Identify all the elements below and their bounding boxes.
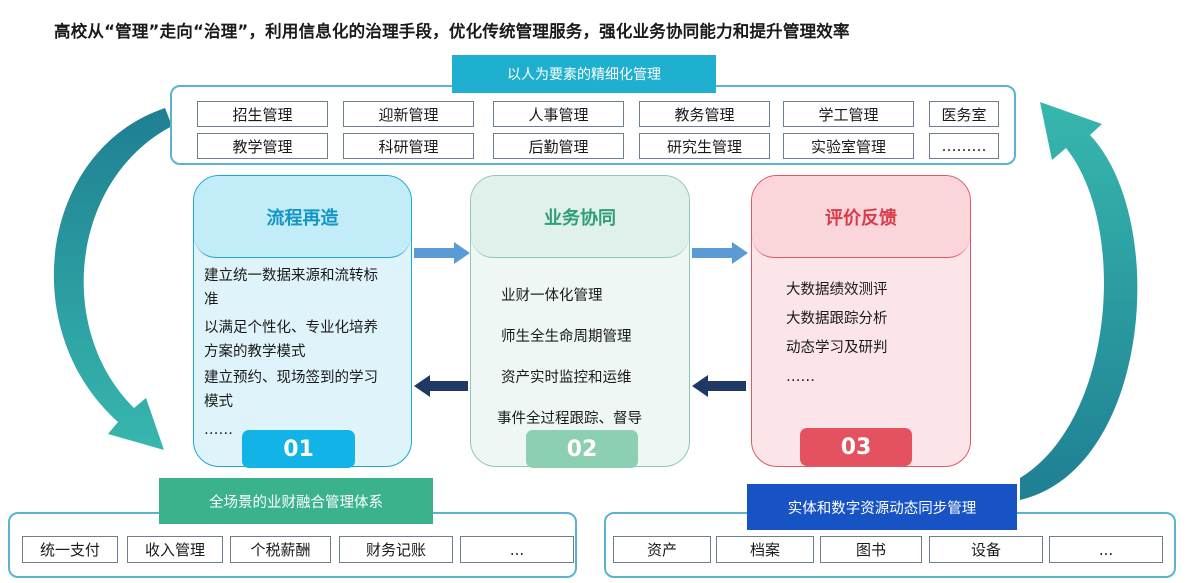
stage-title: 业务协同 [471,176,689,258]
stage-title: 评价反馈 [752,176,970,258]
top-item: 教务管理 [639,101,770,127]
top-item: ……… [929,133,999,159]
stage-item: 方案的教学模式 [204,344,306,360]
stage-item: 资产实时监控和运维 [501,370,632,386]
finance-item: ... [460,536,574,563]
left-cycle-arrow [53,108,172,450]
stage-card-process: 流程再造 建立统一数据来源和流转标 准 以满足个性化、专业化培养 方案的教学模式… [193,175,412,467]
stage-item: 以满足个性化、专业化培养 [204,320,378,336]
stage-item: 模式 [204,394,233,410]
bottom-left-frame: 统一支付 收入管理 个税薪酬 财务记账 ... [8,512,577,578]
forward-arrow-1 [414,242,470,264]
stage-items: 大数据绩效测评 大数据跟踪分析 动态学习及研判 …… [786,276,966,392]
stage-card-collaboration: 业务协同 业财一体化管理 师生全生命周期管理 资产实时监控和运维 事件全过程跟踪… [470,175,690,467]
resource-item: 设备 [929,536,1043,563]
stage-items: 业财一体化管理 师生全生命周期管理 资产实时监控和运维 事件全过程跟踪、督导 [497,276,686,440]
stage-item: 大数据绩效测评 [786,282,888,298]
top-item: 迎新管理 [343,101,474,127]
top-management-frame: 招生管理 迎新管理 人事管理 教务管理 学工管理 医务室 教学管理 科研管理 后… [170,85,1016,165]
stage-item: 业财一体化管理 [501,288,603,304]
resource-item: 资产 [613,536,711,563]
stage-item: 建立预约、现场签到的学习 [204,370,378,386]
top-item: 医务室 [929,101,999,127]
stage-title: 流程再造 [194,176,411,258]
stage-number-badge: 03 [800,428,912,466]
stage-item: 准 [204,292,219,308]
right-cycle-arrow [1020,102,1138,500]
top-section-title: 以人为要素的精细化管理 [452,55,716,93]
page-headline: 高校从“管理”走向“治理”，利用信息化的治理手段，优化传统管理服务，强化业务协同… [54,22,850,41]
finance-item: 个税薪酬 [230,536,331,563]
back-arrow-2 [692,375,746,397]
stage-number-badge: 02 [526,430,638,468]
resource-item: 档案 [716,536,814,563]
stage-item: 师生全生命周期管理 [501,329,632,345]
top-item: 实验室管理 [783,133,914,159]
stage-item: …… [204,422,233,438]
finance-item: 统一支付 [22,536,118,563]
stage-card-evaluation: 评价反馈 大数据绩效测评 大数据跟踪分析 动态学习及研判 …… [751,175,971,467]
top-item: 后勤管理 [493,133,624,159]
stage-number-badge: 01 [242,430,355,468]
finance-item: 财务记账 [339,536,453,563]
stage-items: 建立统一数据来源和流转标 准 以满足个性化、专业化培养 方案的教学模式 建立预约… [204,264,409,442]
finance-item: 收入管理 [127,536,223,563]
top-item: 招生管理 [197,101,328,127]
stage-item: 建立统一数据来源和流转标 [204,268,378,284]
stage-item: 大数据跟踪分析 [786,311,888,327]
top-item: 学工管理 [783,101,914,127]
bottom-left-title: 全场景的业财融合管理体系 [159,478,433,524]
forward-arrow-2 [692,242,748,264]
top-item: 科研管理 [343,133,474,159]
back-arrow-1 [414,375,468,397]
resource-item: ... [1049,536,1163,563]
top-item: 教学管理 [197,133,328,159]
top-item: 研究生管理 [639,133,770,159]
stage-item: 事件全过程跟踪、督导 [497,411,642,427]
resource-item: 图书 [820,536,922,563]
bottom-right-title: 实体和数字资源动态同步管理 [747,484,1017,530]
top-item: 人事管理 [493,101,624,127]
stage-item: …… [786,369,815,385]
stage-item: 动态学习及研判 [786,340,888,356]
